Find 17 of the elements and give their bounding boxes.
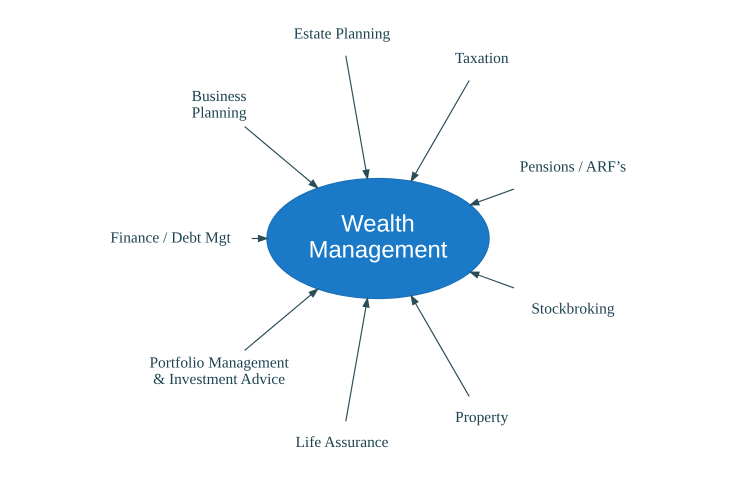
node-text: Finance / Debt Mgt: [110, 230, 230, 247]
node-text: Business Planning: [191, 88, 246, 122]
node-text: Life Assurance: [294, 434, 388, 451]
arrow: [244, 126, 318, 189]
node-text: Taxation: [454, 50, 508, 67]
node-text: Property: [454, 409, 508, 426]
arrow: [244, 288, 318, 351]
node-text: Pensions / ARF’s: [519, 158, 626, 176]
arrow: [468, 188, 514, 206]
arrow: [468, 271, 514, 289]
arrow: [410, 294, 470, 397]
arrow: [344, 56, 370, 180]
arrow: [344, 296, 370, 422]
arrow: [410, 80, 470, 182]
node-text: Portfolio Management & Investment Advice: [148, 354, 288, 388]
node-text: Stockbroking: [530, 300, 614, 318]
node-text: Estate Planning: [293, 25, 390, 42]
